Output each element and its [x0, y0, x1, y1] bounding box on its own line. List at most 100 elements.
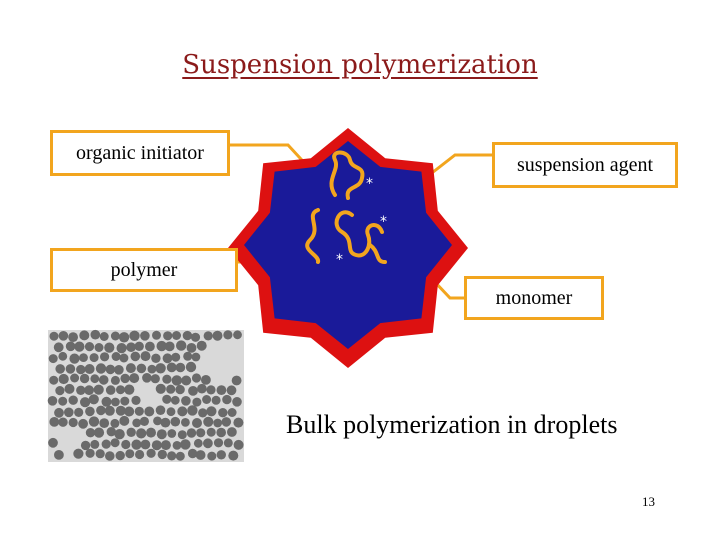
- bead: [104, 342, 115, 353]
- bead: [201, 375, 211, 385]
- bead: [186, 428, 197, 438]
- bead: [192, 397, 202, 407]
- bead: [139, 416, 149, 426]
- bead: [110, 438, 120, 448]
- bead: [100, 352, 110, 362]
- bead: [85, 406, 95, 417]
- label-polymer: polymer: [50, 248, 238, 292]
- bead: [98, 375, 109, 385]
- bead: [232, 397, 242, 407]
- bead: [155, 405, 166, 416]
- bead: [95, 449, 105, 459]
- bead: [111, 397, 120, 407]
- bead: [90, 329, 101, 340]
- polymer-chain: [368, 243, 387, 264]
- bead: [223, 330, 233, 340]
- bead: [223, 438, 233, 448]
- bead: [203, 331, 213, 341]
- bead: [110, 418, 120, 428]
- bead: [99, 332, 109, 341]
- bead: [76, 385, 86, 395]
- bead: [195, 450, 206, 460]
- bead: [58, 373, 69, 385]
- bead: [126, 342, 136, 353]
- bead: [216, 427, 226, 438]
- bead: [222, 394, 232, 405]
- page-number: 13: [642, 494, 655, 509]
- bead: [155, 363, 166, 374]
- bead: [79, 353, 88, 362]
- bead: [121, 439, 131, 450]
- bead: [129, 373, 140, 384]
- bead: [145, 341, 155, 352]
- bead: [120, 373, 130, 384]
- bead: [68, 332, 78, 342]
- bead: [152, 330, 161, 340]
- bead: [175, 451, 185, 461]
- bead: [88, 416, 100, 427]
- bead: [78, 418, 88, 429]
- bead: [104, 405, 115, 416]
- bead: [49, 417, 60, 427]
- bead: [70, 373, 80, 383]
- label-organic-initiator: organic initiator: [50, 130, 230, 176]
- bead: [140, 351, 151, 362]
- bead: [116, 343, 127, 354]
- bead: [227, 427, 237, 437]
- bead: [65, 364, 76, 374]
- bead: [157, 449, 167, 460]
- bead: [101, 439, 111, 449]
- bead: [180, 439, 191, 450]
- bead: [167, 429, 177, 438]
- bead: [84, 364, 95, 374]
- bead: [146, 427, 156, 438]
- bead: [163, 331, 173, 341]
- bead: [69, 353, 80, 364]
- bead: [162, 374, 172, 384]
- bead: [68, 417, 78, 428]
- bead: [116, 385, 125, 395]
- bead: [120, 396, 130, 406]
- bead: [119, 415, 130, 426]
- bead: [151, 440, 162, 451]
- bead: [105, 385, 116, 395]
- bead: [228, 450, 239, 461]
- slide-title: Suspension polymerization: [182, 50, 538, 80]
- bead: [94, 343, 104, 352]
- bead: [54, 407, 64, 418]
- bead: [170, 395, 180, 405]
- bead: [227, 408, 237, 417]
- bead: [80, 397, 91, 408]
- bead: [211, 395, 221, 405]
- bead: [206, 427, 216, 437]
- bead-cluster: [47, 329, 244, 461]
- bead: [118, 332, 130, 343]
- bead: [89, 353, 99, 363]
- bead: [185, 361, 197, 373]
- bead: [99, 418, 110, 428]
- bead: [54, 450, 64, 460]
- bead: [140, 439, 151, 450]
- bead: [73, 448, 84, 459]
- bead: [58, 351, 68, 361]
- bead: [85, 448, 95, 458]
- bead: [166, 362, 177, 373]
- bead: [166, 384, 176, 394]
- bead: [216, 450, 226, 460]
- bead: [203, 438, 213, 449]
- bead: [188, 386, 198, 396]
- polymer-chain: [334, 210, 384, 258]
- bead: [191, 373, 202, 383]
- bead: [49, 375, 59, 385]
- bead: [84, 342, 95, 352]
- bead: [74, 341, 85, 352]
- label-monomer: monomer: [464, 276, 604, 320]
- bead: [187, 405, 198, 416]
- bead: [48, 354, 58, 364]
- bead: [151, 353, 161, 363]
- bead: [196, 428, 206, 438]
- bead: [167, 451, 177, 461]
- bead: [156, 429, 167, 440]
- bead: [76, 364, 86, 375]
